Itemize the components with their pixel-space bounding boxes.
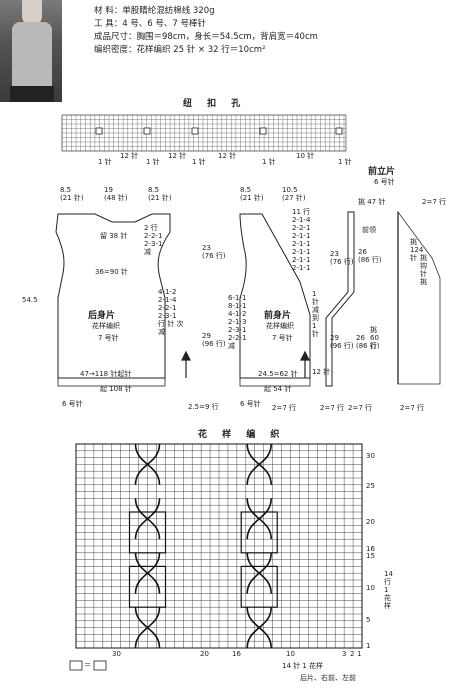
band-title: 前立片	[368, 167, 396, 177]
back-body-h: 29 (96 行)	[202, 332, 226, 348]
bh-measure-4: 10 针	[296, 152, 315, 160]
row-30: 30	[366, 452, 375, 460]
back-hem: 起 108 针	[100, 385, 132, 393]
band-h2: 26 (86 行)	[356, 334, 380, 350]
size-line: 成品尺寸：胸围＝98cm，身长＝54.5cm，背肩宽＝40cm	[94, 32, 318, 42]
stitch-chart-grid	[75, 443, 363, 649]
back-pattern: 花样编织	[92, 322, 120, 330]
model-vest	[12, 22, 52, 90]
back-needle: 7 号针	[98, 334, 119, 342]
bh-one-3: 1 针	[192, 158, 206, 166]
buttonhole-mark	[95, 127, 103, 135]
bh-measure-2: 12 针	[168, 152, 187, 160]
chart-foot: 14 针 1 花样	[282, 662, 324, 670]
dimension-arrows	[181, 350, 310, 378]
back-hem-h: 2.5=9 行	[188, 403, 219, 411]
front-title: 前身片	[264, 311, 292, 321]
repeat-label: 14 行 1 花 样	[384, 570, 393, 610]
back-arm-steps: 4-1-2 2-1-4 2-2-1 2-3-1 行 针 次 减	[158, 288, 184, 336]
stitch-chart-cables	[128, 443, 278, 649]
row-1: 1	[366, 642, 371, 650]
front-top-1: 8.5 (21 针)	[240, 186, 264, 202]
tools-line: 工 具：4 号、6 号、7 号棒针	[94, 19, 207, 29]
band-left	[325, 211, 355, 387]
band-l1: 挑 钩 针 挑	[420, 254, 427, 286]
chart-foot-2: 后片、右前、左前	[300, 674, 356, 682]
front-h29: 29 (96 行)	[330, 334, 354, 350]
col-30: 30	[112, 650, 121, 658]
back-title: 后身片	[88, 311, 116, 321]
model-pants	[10, 86, 54, 102]
back-hem-needle: 6 号针	[62, 400, 83, 408]
gauge-line: 编织密度：花样编织 25 针 × 32 行＝10cm²	[94, 45, 266, 55]
row-16: 16	[366, 545, 375, 553]
front-neck-dec: 1 针 减 到 1 针	[312, 290, 319, 338]
back-outline	[55, 213, 171, 379]
front-needle: 7 号针	[272, 334, 293, 342]
buttonhole-mark	[335, 127, 343, 135]
col-20: 20	[200, 650, 209, 658]
row-10: 10	[366, 584, 375, 592]
front-hem	[239, 377, 311, 387]
front-arm-steps: 6-1-1 8-1-1 4-1-2 2-1-3 2-3-1 2-2-1 减	[228, 294, 247, 350]
col-10: 10	[286, 650, 295, 658]
front-pattern: 花样编织	[266, 322, 294, 330]
back-neck-pick: 留 38 针	[100, 232, 128, 240]
buttonhole-mark	[259, 127, 267, 135]
col-1: 1	[357, 650, 362, 658]
back-hem	[57, 377, 166, 387]
back-arm-h: 23 (76 行)	[202, 244, 226, 260]
buttonhole-title: 纽 扣 孔	[183, 99, 247, 109]
band-h1: 26 (86 行)	[358, 248, 382, 264]
front-h23: 23 (76 行)	[330, 250, 354, 266]
front-neck: 11 行 2-1-4 2-2-1 2-1-1 2-1-1 2-1-1 2-1-1…	[292, 208, 311, 272]
band-label1: 前领	[362, 226, 376, 234]
back-height: 54.5	[22, 296, 38, 304]
bh-measure-3: 12 针	[218, 152, 237, 160]
row-25: 25	[366, 482, 375, 490]
buttonhole-mark	[191, 127, 199, 135]
bh-one-1: 1 针	[98, 158, 112, 166]
material-line: 材 料：单股睛纶混纺棉线 320g	[94, 6, 215, 16]
row-15: 15	[366, 552, 375, 560]
row-20: 20	[366, 518, 375, 526]
front-hem-needle: 6 号针	[240, 400, 261, 408]
back-top-right: 8.5 (21 针)	[148, 186, 172, 202]
buttonhole-strip	[61, 114, 347, 152]
band-bot2: 2=7 行	[400, 404, 424, 412]
col-16: 16	[232, 650, 241, 658]
row-5: 5	[366, 616, 371, 624]
back-hem-inc: 47→118 针起针	[80, 370, 132, 378]
band-r2: 2=7 行	[422, 198, 446, 206]
model-neck	[22, 0, 42, 26]
band-l3: 挑 60 针	[370, 326, 379, 350]
bh-one-5: 1 针	[338, 158, 352, 166]
back-width: 36=90 针	[95, 268, 128, 276]
bh-measure-1: 12 针	[120, 152, 139, 160]
front-hem: 起 54 针	[264, 385, 292, 393]
legend-eq: ＝	[84, 661, 91, 669]
front-top-2: 10.5 (27 针)	[282, 186, 306, 202]
band-bot1: 2=7 行	[348, 404, 372, 412]
model-photo	[0, 0, 62, 102]
front-b2: 2=7 行	[320, 404, 344, 412]
col-3: 3	[342, 650, 347, 658]
bh-one-4: 1 针	[262, 158, 276, 166]
back-neck: 2 行 2-2-1 2-3-1 减	[144, 224, 163, 256]
band-top: 挑 47 针	[358, 198, 386, 206]
bh-one-2: 1 针	[146, 158, 160, 166]
legend-box	[69, 660, 83, 671]
band-l2: 挑 124 针	[410, 238, 424, 262]
col-2: 2	[350, 650, 355, 658]
buttonhole-mark	[143, 127, 151, 135]
chart-title: 花 样 编 织	[198, 430, 286, 440]
legend-box-2	[93, 660, 107, 671]
back-top-left: 8.5 (21 针)	[60, 186, 84, 202]
front-right12: 12 针	[312, 368, 331, 376]
front-b1: 2=7 行	[272, 404, 296, 412]
front-width: 24.5=62 针	[258, 370, 298, 378]
back-top-mid: 19 (48 针)	[104, 186, 128, 202]
band-needle: 6 号针	[374, 178, 395, 186]
